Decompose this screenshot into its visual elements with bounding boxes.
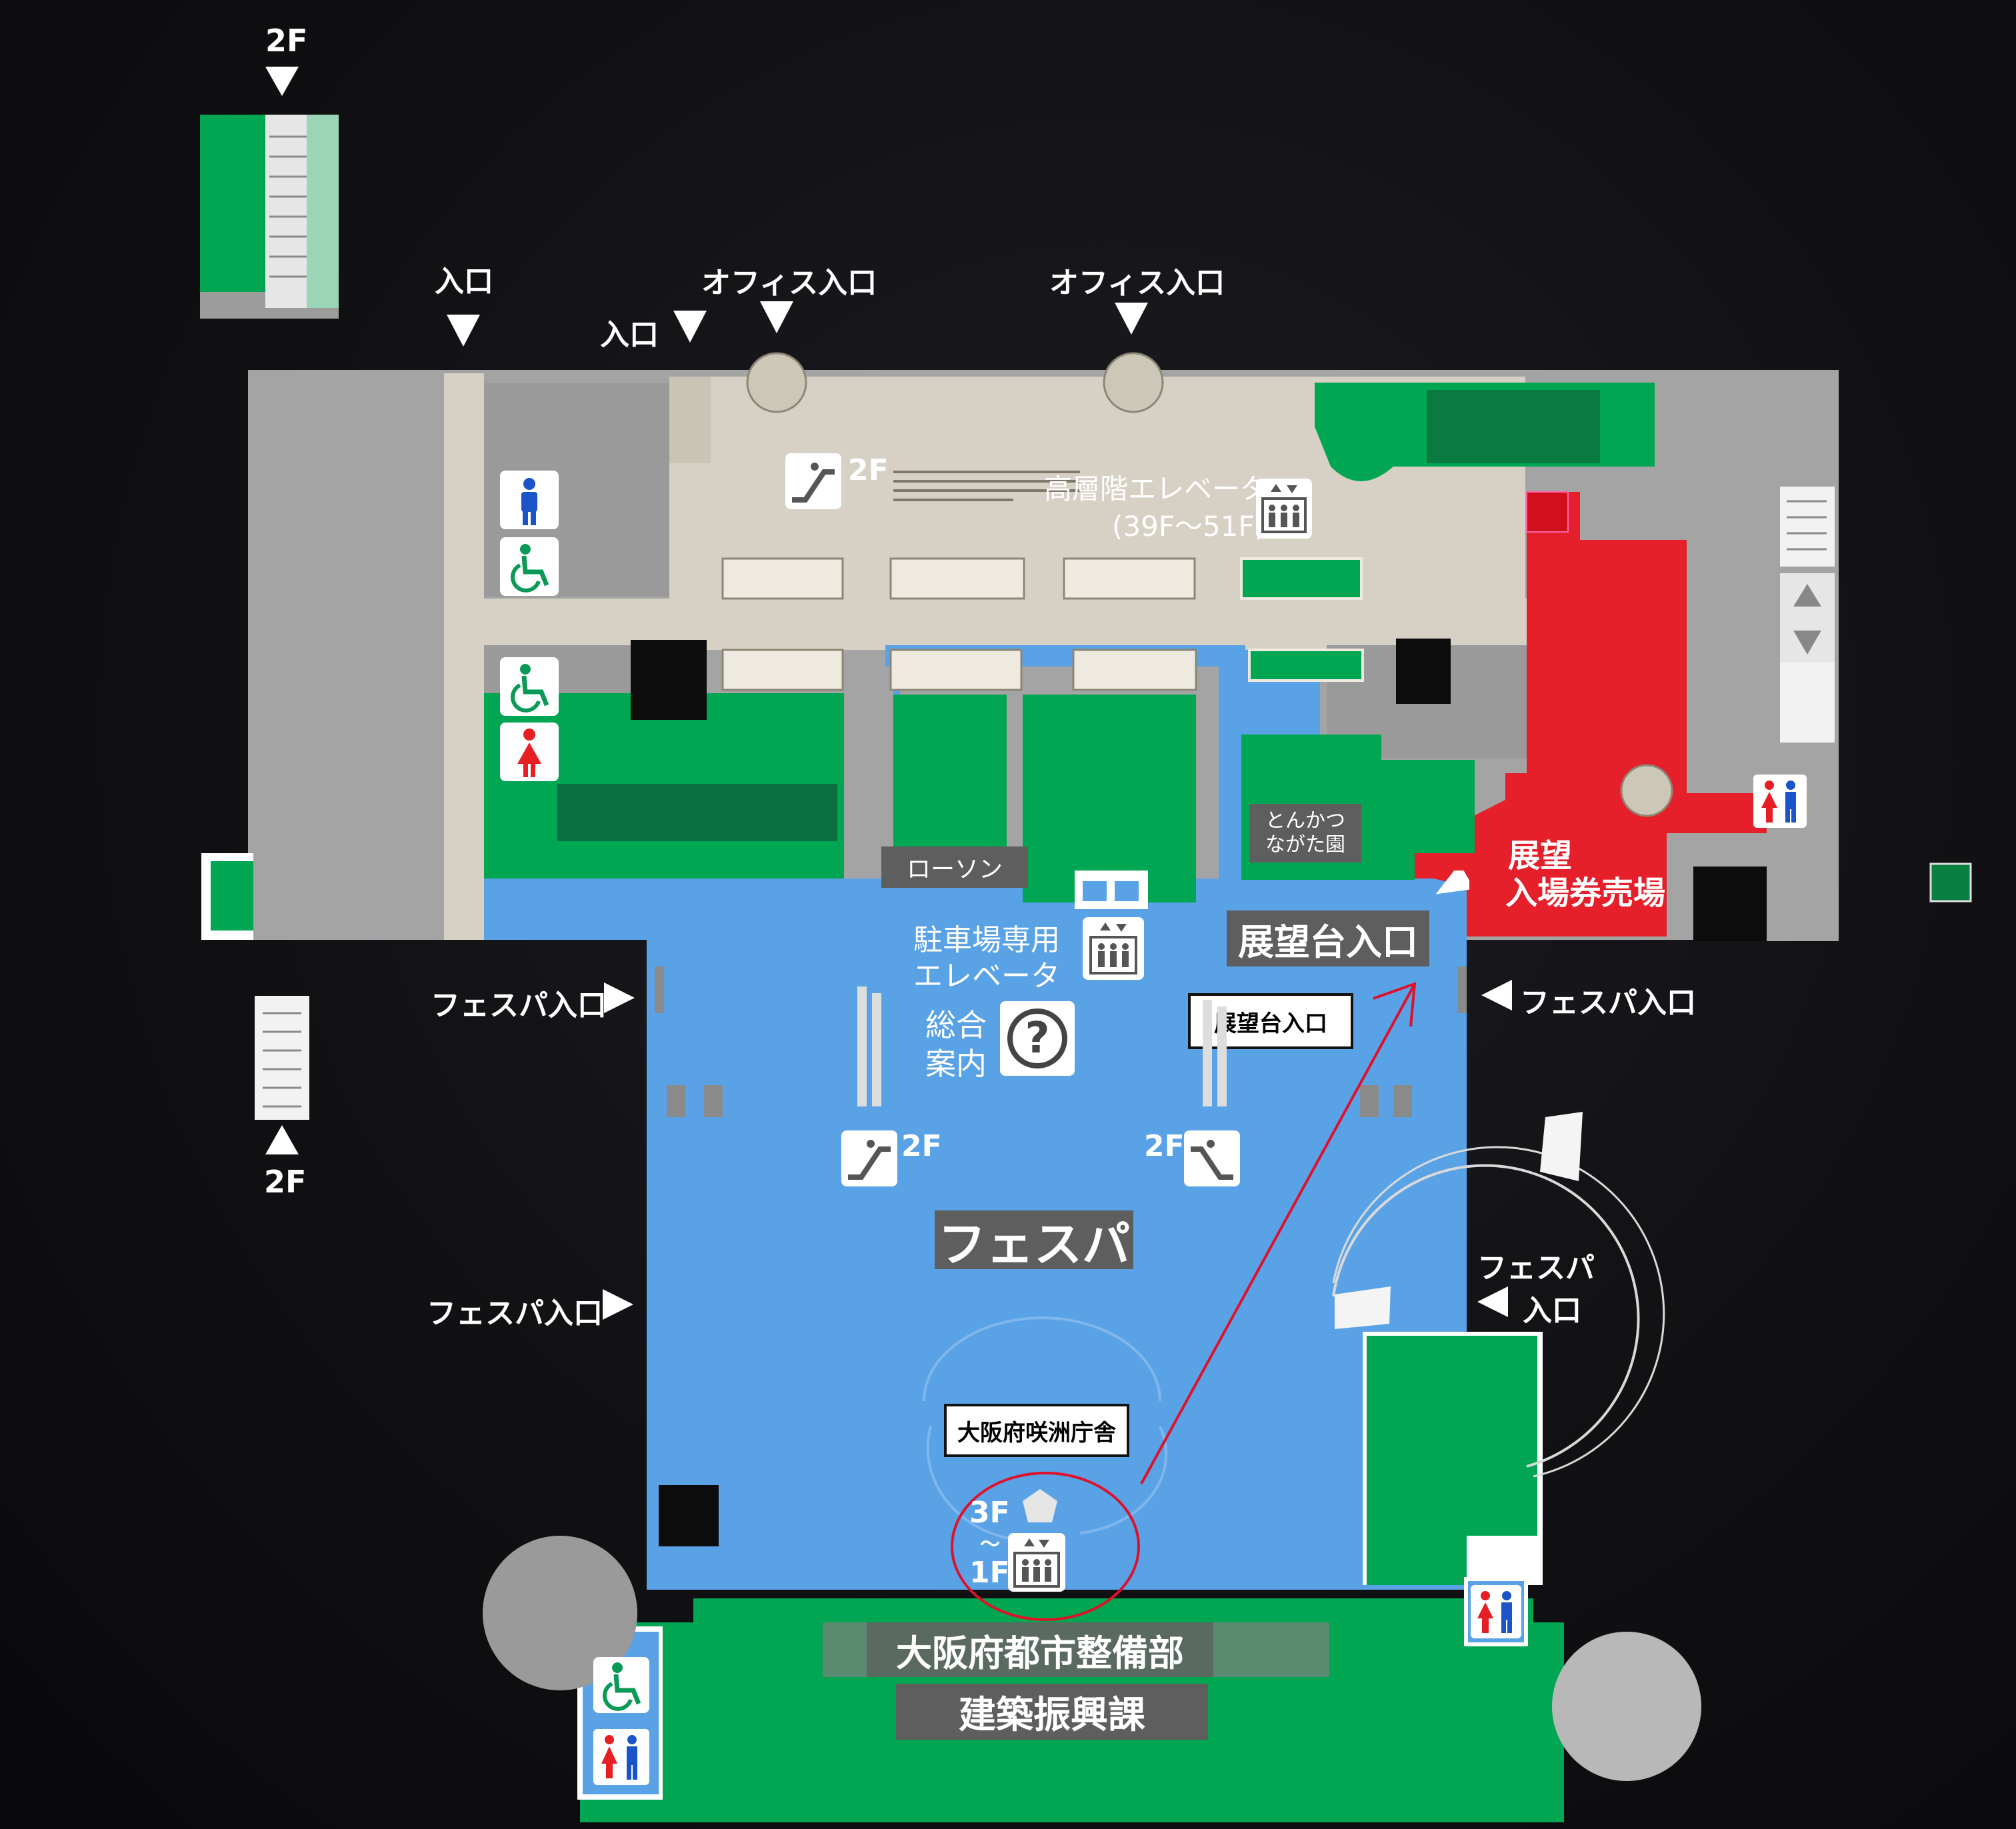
fespa-entrance-label: フェスパ [1477, 1251, 1595, 1285]
fespa-title: フェスパ [935, 1210, 1133, 1272]
triangle-arrow-icon [1481, 980, 1512, 1013]
dept-2-label: 建築振興課 [896, 1684, 1208, 1740]
entrance-label: 入口 [600, 318, 659, 352]
elevator-door [1075, 871, 1148, 909]
restroom-icon [593, 1729, 649, 1788]
escalator-icon [841, 1130, 897, 1189]
route-arrow [1140, 986, 1415, 1484]
escalator-floor-label: 2F [1144, 1129, 1185, 1163]
triangle-arrow-icon [447, 315, 480, 349]
restroom-icon [1753, 775, 1807, 831]
info-icon: ? [1000, 1001, 1075, 1076]
highlight-circle [951, 1472, 1140, 1621]
ticket-label-1: 展望 [1508, 837, 1573, 875]
office-entrance-label: オフィス入口 [701, 266, 877, 300]
observation-callout: 展望台入口 [1188, 993, 1353, 1049]
escalator-drawing-right [1200, 1000, 1233, 1116]
wheelchair-icon [500, 657, 559, 719]
elevator-icon [1083, 917, 1144, 982]
fespa-entrance-label: フェスパ入口 [431, 988, 607, 1022]
lawson-label: ローソン [881, 847, 1028, 888]
elevator-floor-top: 3F [969, 1496, 1010, 1530]
info-label-1: 総合 [925, 1007, 987, 1043]
elevator-icon [1008, 1533, 1065, 1594]
elevator-hall-icon [1020, 1486, 1060, 1529]
elevator-floor-sep: 〜 [980, 1533, 1000, 1556]
fespa-entrance-label: フェスパ入口 [1520, 986, 1696, 1020]
observation-entrance-label: 展望台入口 [1227, 911, 1429, 966]
triangle-arrow-icon [265, 67, 299, 99]
parking-elevator-label-2: エレベータ [913, 959, 1060, 993]
escalator-floor-label: 2F [901, 1129, 942, 1163]
stair-block-top [200, 115, 339, 319]
triangle-arrow-icon [603, 1289, 633, 1322]
ticket-area [1413, 492, 1767, 936]
escalator-drawing-left [855, 986, 888, 1116]
parking-elevator-label: 駐車場専用 [913, 923, 1060, 957]
triangle-arrow-icon [760, 301, 793, 336]
wheelchair-icon [593, 1657, 649, 1716]
ticket-label-2: 入場券売場 [1505, 875, 1666, 912]
triangle-arrow-icon [673, 311, 707, 345]
stair-block-bottom [255, 996, 309, 1120]
office-callout: 大阪府咲洲庁舎 [944, 1404, 1129, 1457]
tonkatsu-label: とんかつながた園 [1249, 804, 1361, 863]
triangle-arrow-icon [265, 1125, 299, 1157]
female-icon [500, 723, 559, 784]
male-icon [500, 471, 559, 532]
triangle-arrow-icon [1477, 1286, 1508, 1320]
high-elevator-label: 高層階エレベータ [1044, 473, 1269, 505]
triangle-arrow-icon [604, 982, 635, 1016]
pillars [631, 639, 1451, 1546]
fespa-entrance-label: フェスパ入口 [427, 1296, 603, 1330]
triangle-arrow-icon [1433, 863, 1475, 903]
dept-1-label: 大阪府都市整備部 [867, 1622, 1213, 1677]
escalator-icon [1184, 1130, 1240, 1189]
office-entrance-label: オフィス入口 [1049, 266, 1225, 300]
elevator-icon [1256, 479, 1312, 541]
high-elevator-floors: (39F～51F) [1112, 510, 1265, 543]
fespa-entrance-label-2: 入口 [1523, 1294, 1581, 1328]
escalator-floor-label: 2F [848, 453, 889, 487]
elevator-floor-bottom: 1F [969, 1556, 1010, 1590]
restroom-icon [1471, 1585, 1521, 1641]
stairs-bottom-label: 2F [264, 1164, 307, 1200]
triangle-arrow-icon [1115, 303, 1148, 337]
wheelchair-icon [500, 537, 559, 599]
escalator-stairs-drawing [893, 467, 1080, 504]
info-label-2: 案内 [925, 1046, 987, 1082]
entrance-label: 入口 [435, 265, 493, 299]
stairs-top-label: 2F [265, 23, 308, 59]
escalator-icon [785, 453, 841, 512]
